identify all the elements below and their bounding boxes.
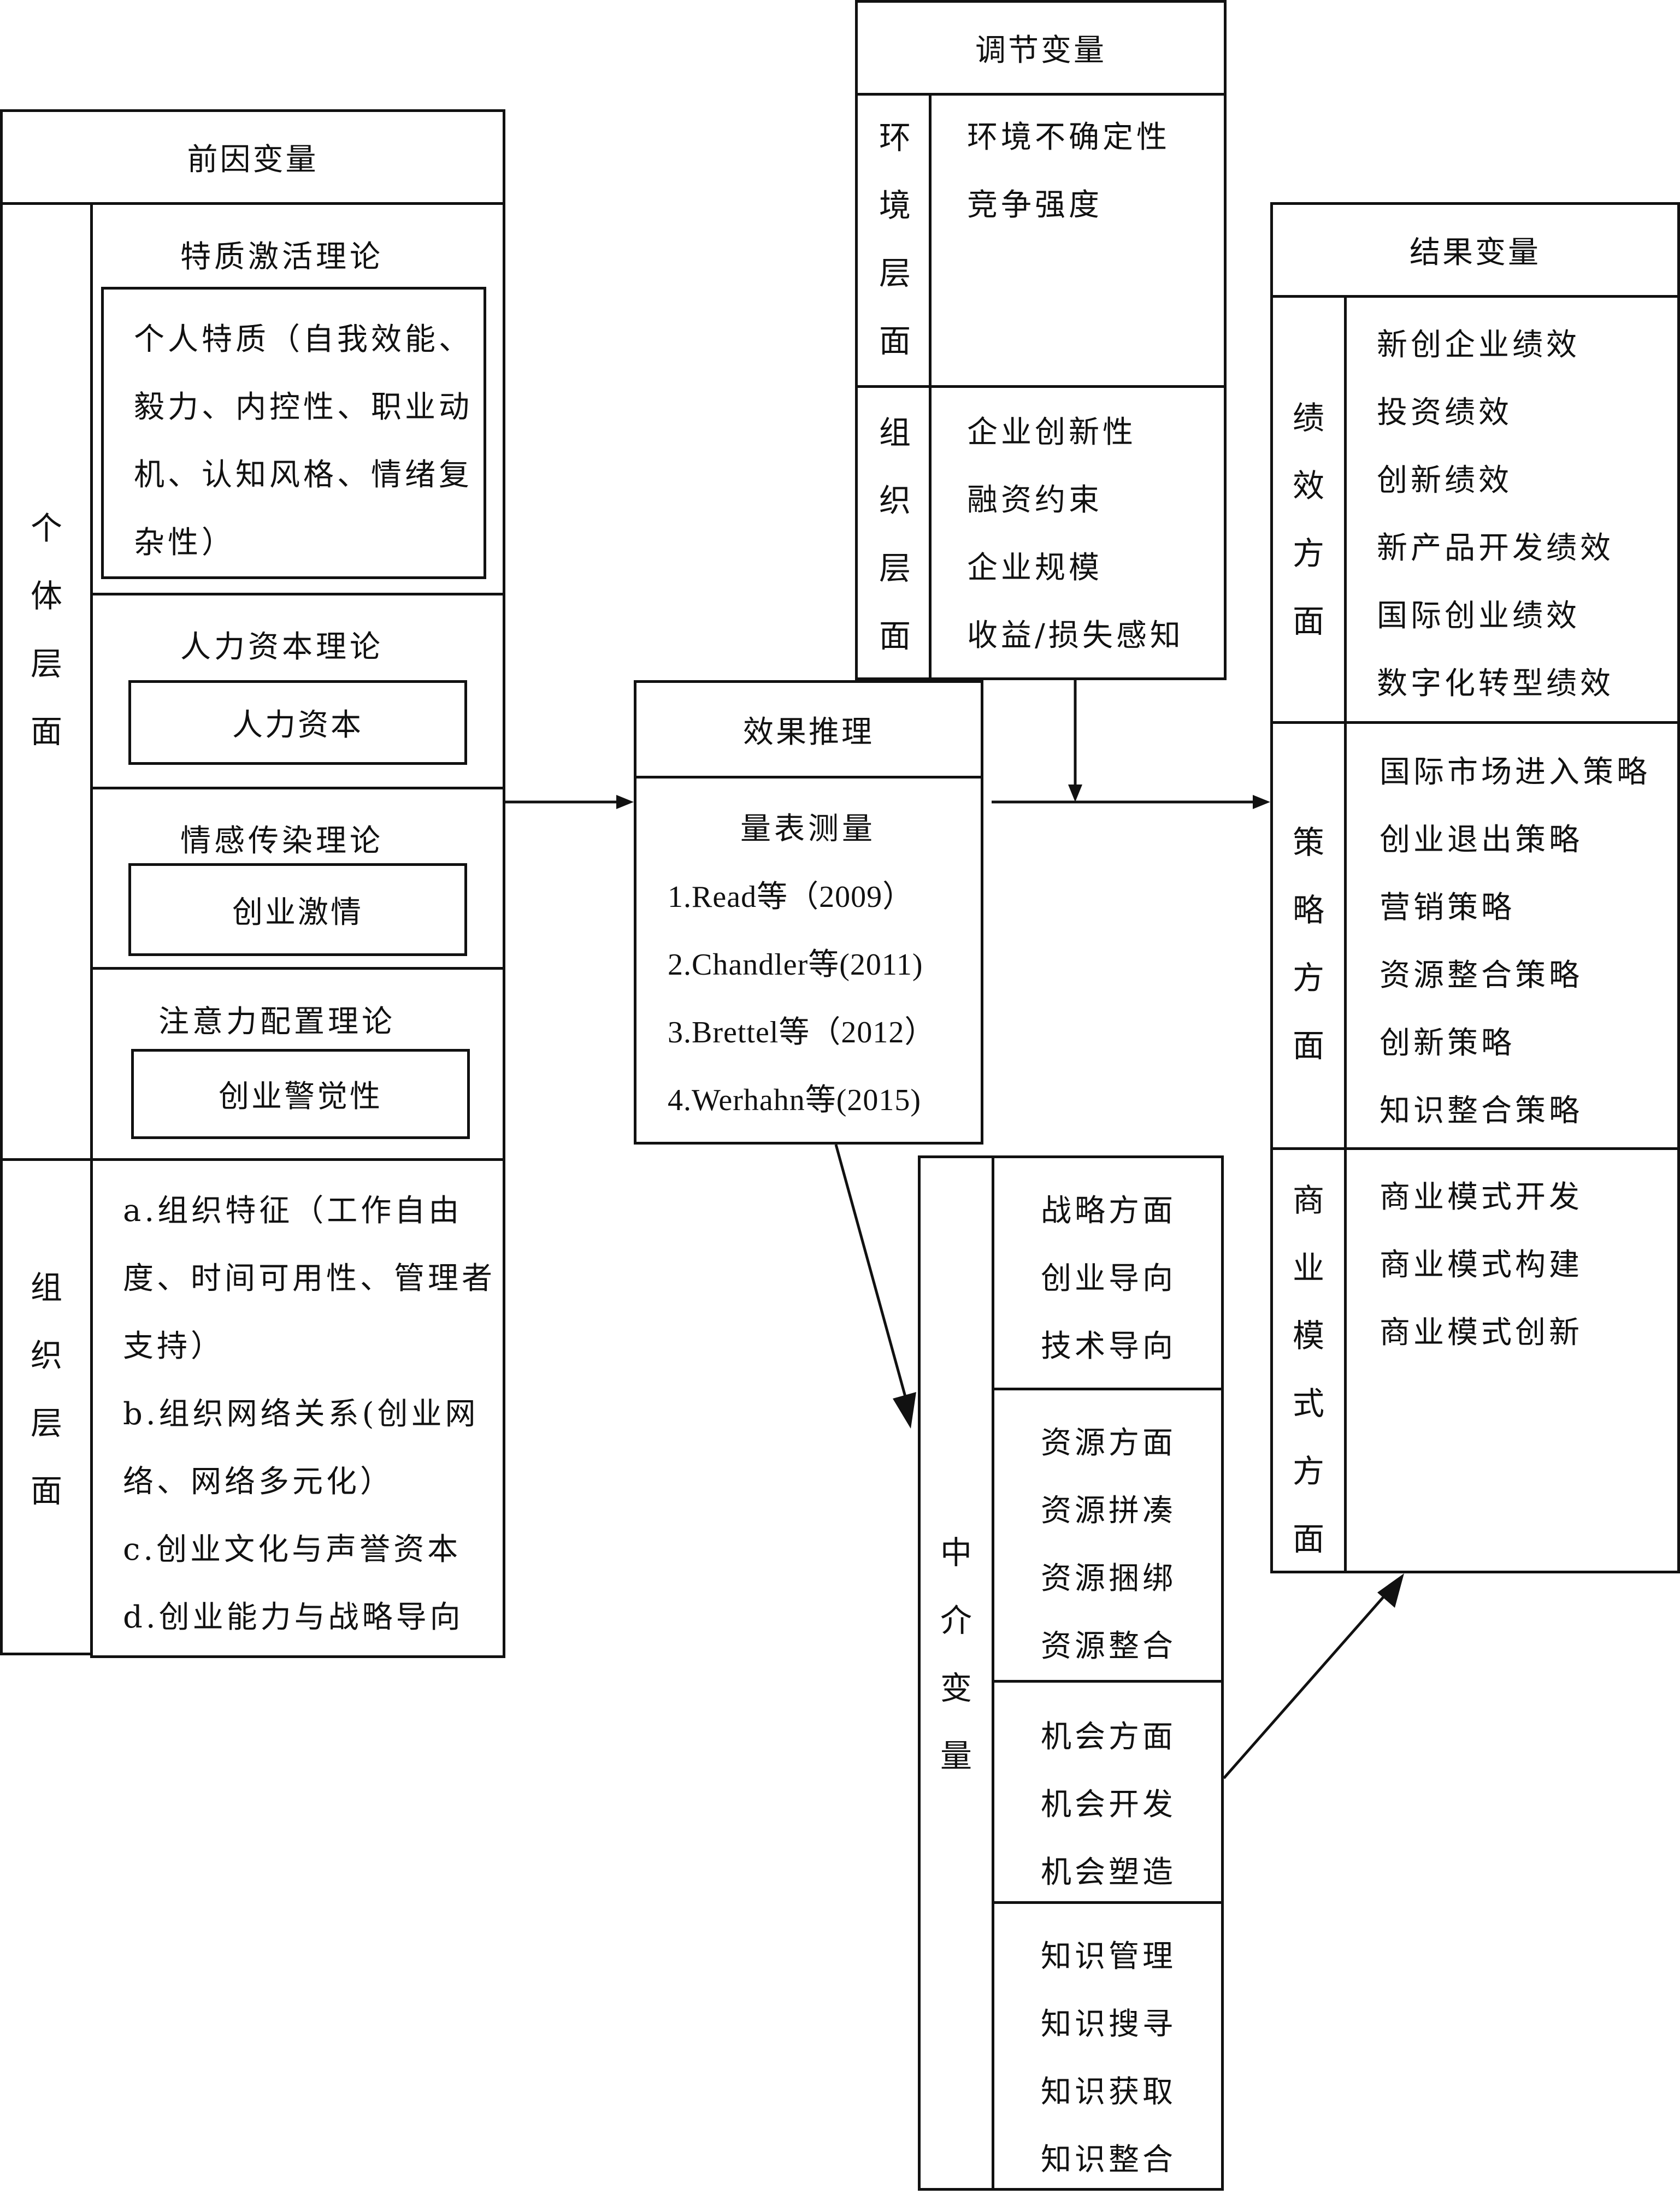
outcome-strategy-items: 国际市场进入策略创业退出策略 营销策略资源整合策略 创新策略知识整合策略 <box>1380 754 1650 1129</box>
arrowhead-mediator-outcome <box>1377 1573 1404 1608</box>
outcome-strategy-items-box <box>1344 721 1680 1150</box>
outcome-strategy-label-box <box>1270 721 1347 1150</box>
outcome-performance-label: 绩效 方面 <box>1292 399 1324 640</box>
human-capital-box: 人力资本 <box>128 680 467 765</box>
moderator-org-items-box <box>929 385 1227 680</box>
outcome-business-model-items: 商业模式开发商业模式构建 商业模式创新 <box>1380 1179 1583 1350</box>
mediator-label: 中介 变量 <box>940 1534 972 1774</box>
mediator-strategy-box <box>992 1155 1224 1390</box>
entrepreneurial-alertness-text: 创业警觉性 <box>219 1079 382 1114</box>
moderator-title-box: 调节变量 <box>855 0 1227 96</box>
moderator-env-label: 环境 层面 <box>879 119 911 359</box>
entrepreneurial-alertness-box: 创业警觉性 <box>131 1049 470 1139</box>
entrepreneurial-passion-text: 创业激情 <box>232 894 363 930</box>
moderator-org-items: 企业创新性融资约束 企业规模收益/损失感知 <box>967 415 1184 653</box>
theory-emotional-contagion-name: 情感传染理论 <box>180 823 384 859</box>
arrowhead-antecedent <box>616 795 634 809</box>
theory-trait-activation-name: 特质激活理论 <box>180 239 384 275</box>
moderator-org-label: 组织 层面 <box>879 414 911 654</box>
outcome-performance-items: 新创企业绩效投资绩效 创新绩效新产品开发绩效 国际创业绩效数字化转型绩效 <box>1377 327 1614 701</box>
personal-traits-box <box>101 287 486 579</box>
arrowhead-moderator <box>1068 785 1082 802</box>
effectuation-title-box: 效果推理 <box>634 680 983 778</box>
entrepreneurial-passion-box: 创业激情 <box>128 863 467 956</box>
mediator-strategy-items: 战略方面创业导向技术导向 <box>1041 1193 1176 1364</box>
human-capital-text: 人力资本 <box>232 707 363 743</box>
outcome-strategy-label: 策略 方面 <box>1292 824 1324 1064</box>
organization-level-label: 组织 层面 <box>30 1269 62 1509</box>
moderator-env-items: 环境不确定性竞争强度 <box>967 120 1170 223</box>
arrow-mediator-to-outcome <box>1223 1594 1386 1779</box>
outcome-title-box: 结果变量 <box>1270 202 1680 298</box>
outcome-business-model-label: 商业 模式 方面 <box>1292 1182 1324 1558</box>
mediator-label-box <box>918 1155 994 2191</box>
personal-traits-text: 个人特质（自我效能、毅力、内控性、职业动 机、认知风格、情绪复杂性） <box>134 322 473 561</box>
mediator-knowledge-box <box>992 1901 1224 2191</box>
antecedent-title-box: 前因变量 <box>0 109 505 205</box>
individual-level-label: 个体 层面 <box>30 510 62 750</box>
organization-factors-box <box>90 1158 505 1658</box>
effectuation-title: 效果推理 <box>743 714 874 750</box>
outcome-performance-items-box <box>1344 295 1680 724</box>
organization-factors-text: a.组织特征（工作自由度、时间可用性、管理者 支持）b.组织网络关系(创业网 络… <box>123 1193 496 1635</box>
mediator-resource-items: 资源方面资源拼凑 资源捆绑资源整合 <box>1041 1425 1176 1664</box>
theory-attention-allocation-name: 注意力配置理论 <box>158 1004 396 1040</box>
arrow-effectuation-to-mediator <box>834 1144 907 1399</box>
outcome-title: 结果变量 <box>1410 235 1541 270</box>
moderator-title: 调节变量 <box>975 33 1106 68</box>
moderator-org-label-box <box>855 385 932 680</box>
effectuation-measures-box <box>634 776 983 1145</box>
arrowhead-mediator <box>893 1392 916 1429</box>
mediator-opportunity-box <box>992 1680 1224 1904</box>
antecedent-title: 前因变量 <box>187 142 319 178</box>
arrowhead-outcome <box>1253 795 1270 809</box>
effectuation-subtitle: 量表测量 <box>740 811 876 847</box>
moderator-env-items-box <box>929 93 1227 388</box>
outcome-business-model-label-box <box>1270 1147 1347 1573</box>
mediator-opportunity-items: 机会方面机会开发机会塑造 <box>1041 1719 1176 1890</box>
effectuation-scales: 1.Read等（2009）2.Chandler等(2011) 3.Brettel… <box>668 880 936 1117</box>
theory-human-capital-name: 人力资本理论 <box>180 629 384 665</box>
outcome-business-model-items-box <box>1344 1147 1680 1573</box>
mediator-knowledge-items: 知识管理知识搜寻 知识获取知识整合 <box>1041 1939 1176 2178</box>
